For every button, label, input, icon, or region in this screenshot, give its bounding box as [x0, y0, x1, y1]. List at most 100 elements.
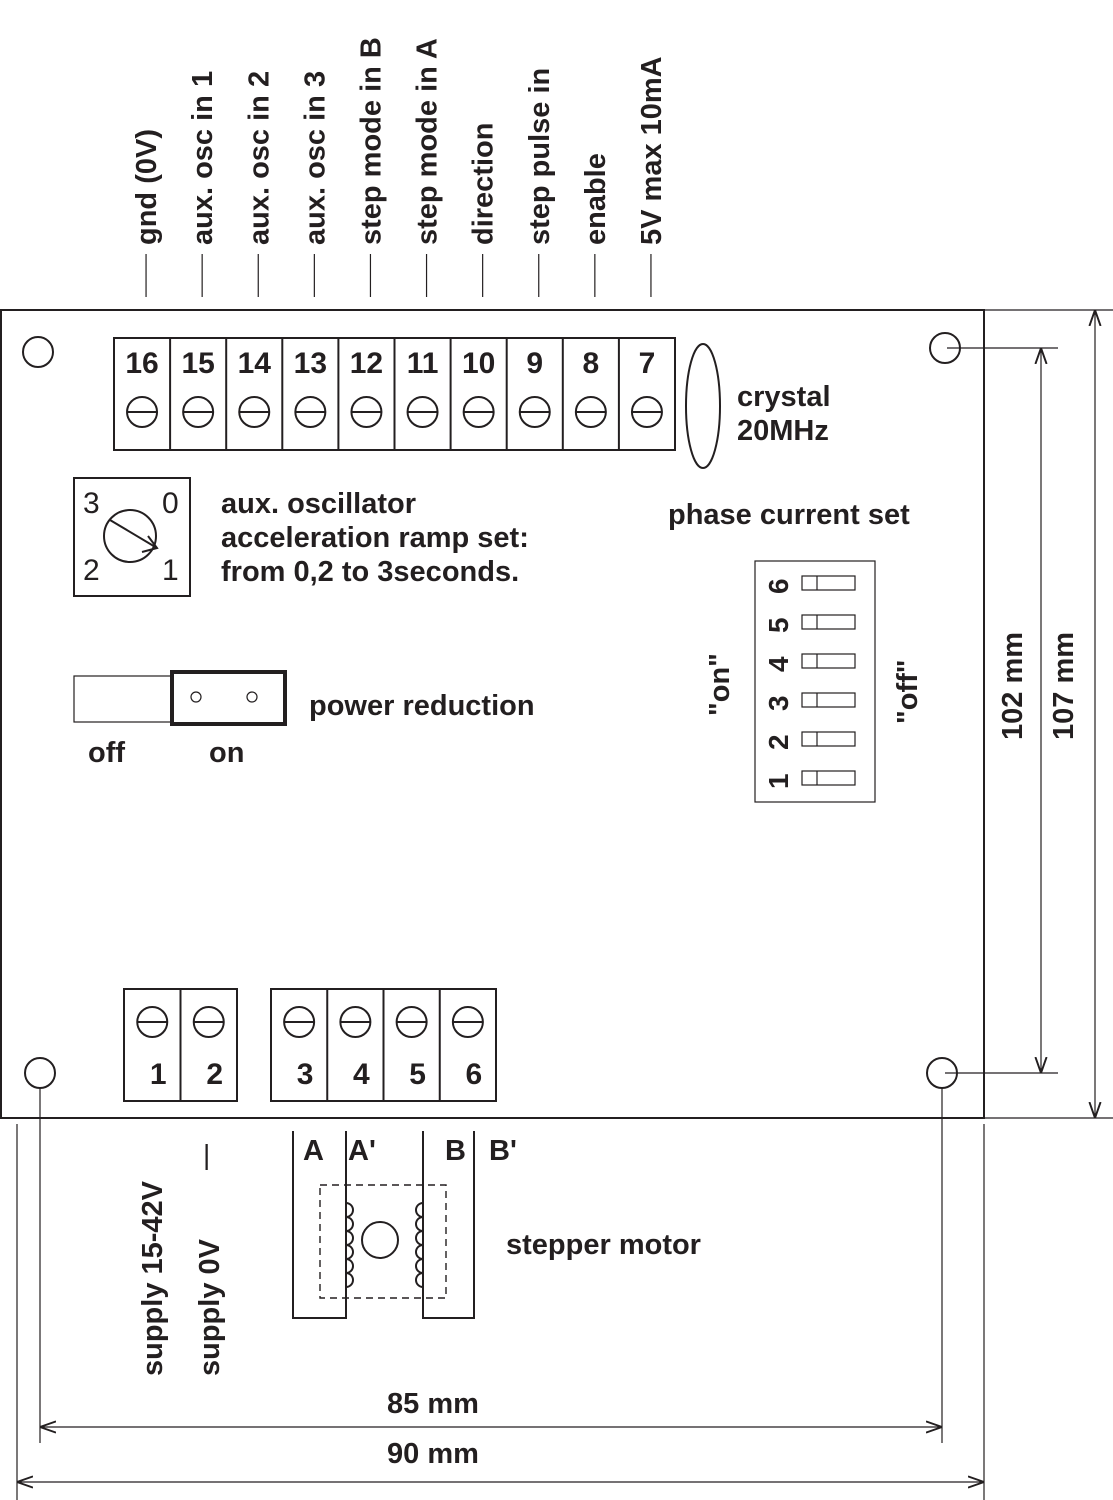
rotary-caption-line3: from 0,2 to 3seconds.: [221, 556, 519, 588]
dip-switch-number: 1: [763, 773, 794, 789]
crystal: crystal 20MHz: [685, 343, 831, 469]
terminal-screw: [192, 1006, 225, 1038]
dip-switch-number: 2: [763, 734, 794, 750]
dip-switch-row: 4: [763, 653, 856, 672]
dip-switch-row: 3: [763, 692, 856, 711]
terminal-screw: [238, 396, 271, 428]
dip-switch-row: 1: [763, 770, 856, 789]
height-outer-label: 107 mm: [1048, 632, 1080, 740]
crystal-label-line1: crystal: [737, 381, 831, 413]
crystal-label-line2: 20MHz: [737, 415, 829, 447]
motor-rotor: [361, 1221, 399, 1259]
supply-ground-label: supply 0V: [194, 1238, 226, 1376]
terminal-number: 15: [181, 347, 214, 380]
rotary-position-2: 2: [83, 554, 100, 587]
terminal-number: 12: [350, 347, 383, 380]
terminal-number: 8: [583, 347, 600, 380]
width-outer-dimension: 90 mm: [16, 1124, 985, 1500]
pin-label: 5V max 10mA: [636, 56, 668, 245]
height-inner-dimension: 102 mm: [945, 347, 1058, 1074]
supply-ground-tick: |: [203, 1139, 210, 1170]
terminal-number: 6: [466, 1058, 483, 1091]
coil-a: [345, 1202, 354, 1288]
height-inner-label: 102 mm: [997, 632, 1029, 740]
jumper-on-label: on: [209, 737, 244, 769]
dip-switch-row: 2: [763, 731, 856, 750]
power-reduction-jumper: [73, 670, 287, 726]
dip-off-label: "off": [892, 659, 924, 724]
terminal-screw: [294, 396, 327, 428]
board-outline: [0, 309, 985, 1119]
coil-b: [415, 1202, 424, 1288]
pin-label: gnd (0V): [131, 129, 163, 245]
terminal-screw: [182, 396, 215, 428]
terminal-number: 11: [407, 347, 439, 380]
rotary-position-3: 3: [83, 487, 100, 520]
dip-switch-number: 3: [763, 695, 794, 711]
power-reduction-label: power reduction: [309, 690, 535, 722]
dip-switch-row: 5: [763, 614, 856, 633]
supply-positive-label: supply 15-42V: [137, 1180, 169, 1376]
terminal-screw: [126, 396, 159, 428]
terminal-number: 3: [297, 1058, 314, 1091]
rotary-position-1: 1: [162, 554, 179, 587]
phase-b-prime-label: B': [489, 1135, 517, 1167]
pin-label: direction: [468, 123, 500, 245]
pin-label: aux. osc in 2: [243, 71, 275, 245]
jumper-on-position: [170, 670, 287, 726]
terminal-number: 2: [206, 1058, 223, 1091]
terminal-screw: [136, 1006, 169, 1038]
crystal-body: [685, 343, 721, 469]
stepper-motor-label: stepper motor: [506, 1229, 701, 1261]
rotary-caption-line2: acceleration ramp set:: [221, 522, 529, 554]
dip-switch-number: 5: [763, 617, 794, 633]
width-outer-label: 90 mm: [387, 1438, 479, 1470]
terminal-number: 7: [639, 347, 656, 380]
phase-a-label: A: [303, 1135, 324, 1167]
motor-terminal-block: 3 4 5 6: [270, 988, 497, 1102]
rotary-position-0: 0: [162, 487, 179, 520]
dip-switch-title: phase current set: [668, 499, 910, 531]
pin-label: aux. osc in 3: [299, 71, 331, 245]
terminal-number: 4: [353, 1058, 370, 1091]
terminal-screw: [451, 1006, 484, 1038]
pin-label: step mode in A: [412, 38, 444, 245]
terminal-screw: [630, 396, 663, 428]
pin-label: step mode in B: [355, 37, 387, 245]
terminal-number: 13: [294, 347, 327, 380]
terminal-screw: [350, 396, 383, 428]
terminal-screw: [574, 396, 607, 428]
rotary-knob: [103, 509, 157, 563]
terminal-number: 10: [462, 347, 495, 380]
pin-label: aux. osc in 1: [187, 71, 219, 245]
height-outer-dimension: 107 mm: [984, 309, 1113, 1119]
terminal-screw: [395, 1006, 428, 1038]
terminal-screw: [462, 396, 495, 428]
terminal-screw: [406, 396, 439, 428]
phase-a-prime-label: A': [348, 1135, 376, 1167]
dip-switch-number: 6: [763, 578, 794, 594]
rotary-switch: 3 0 2 1: [73, 477, 191, 597]
terminal-number: 14: [238, 347, 272, 380]
terminal-number: 16: [125, 347, 158, 380]
width-inner-label: 85 mm: [387, 1388, 479, 1420]
terminal-number: 5: [409, 1058, 426, 1091]
dip-switch-number: 4: [763, 656, 794, 672]
terminal-number: 9: [526, 347, 543, 380]
top-terminal-block: 16 15 14 13 12 11 10 9 8 7 gnd (0V) aux. osc in 1 a…: [113, 37, 676, 451]
width-inner-dimension: 85 mm: [39, 1088, 943, 1443]
stepper-motor: A A' B B': [292, 1131, 517, 1319]
terminal-screw: [339, 1006, 372, 1038]
terminal-screw: [283, 1006, 316, 1038]
mounting-hole-top-left: [22, 336, 54, 368]
dip-switch-row: 6: [763, 575, 856, 594]
phase-b-label: B: [445, 1135, 466, 1167]
pin-label: enable: [580, 153, 612, 245]
dip-on-label: "on": [704, 653, 736, 716]
pin-label: step pulse in: [524, 68, 556, 245]
terminal-screw: [518, 396, 551, 428]
rotary-caption-line1: aux. oscillator: [221, 488, 416, 520]
dip-switch: 6 5 4 3 2 1: [754, 560, 876, 803]
